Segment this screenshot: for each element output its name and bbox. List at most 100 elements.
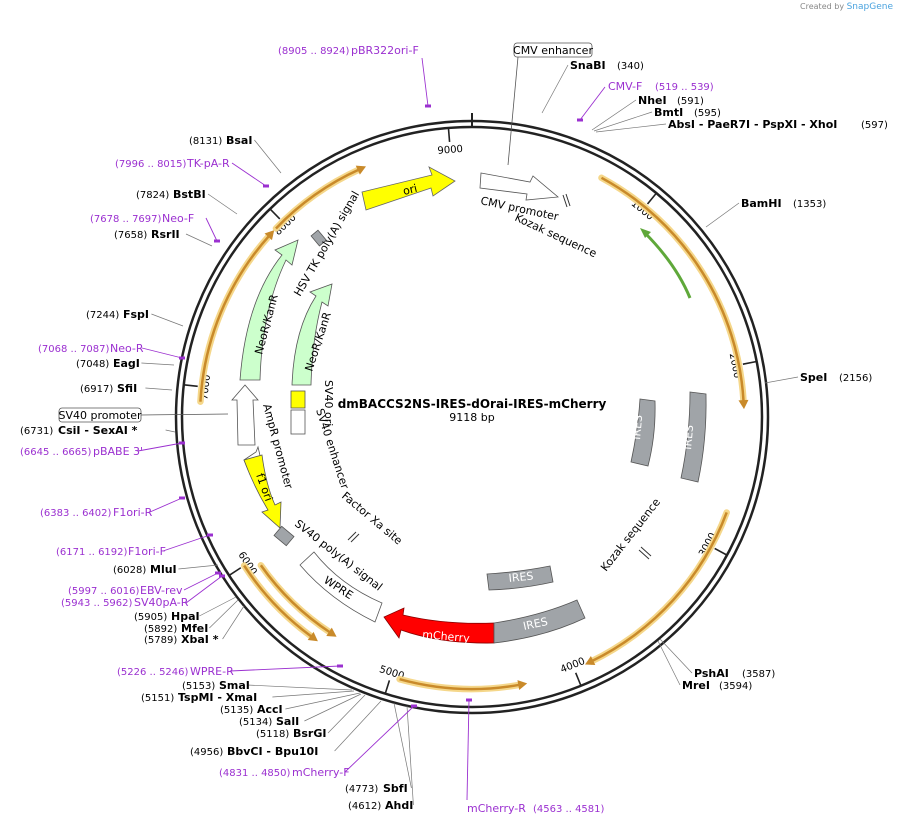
feature-arcs	[197, 165, 749, 693]
primer-mark-6	[179, 496, 185, 500]
site-pos-5: (2156)	[839, 373, 872, 384]
site-leader-10	[334, 700, 382, 752]
wpre-feature	[299, 551, 383, 623]
primer-leader-12	[466, 699, 470, 801]
site-pos-19: (6028)	[113, 565, 146, 576]
site-pos-2: (595)	[694, 108, 721, 119]
site-name-17: MfeI	[181, 622, 208, 635]
primer-pos-10: (5226 .. 5246)	[117, 667, 189, 678]
orf-arc-1	[600, 176, 745, 403]
site-pos-21: (6917)	[80, 384, 113, 395]
tick-mark-6000	[228, 567, 242, 577]
cmv-enhancer-box	[513, 42, 593, 58]
site-name-18: HpaI	[171, 610, 200, 623]
site-leader-9	[393, 702, 412, 789]
site-pos-25: (7824)	[136, 190, 169, 201]
orf-arc-3	[399, 677, 521, 691]
site-pos-24: (7658)	[114, 230, 147, 241]
sv40-promoter-leader	[140, 413, 229, 416]
site-leader-24	[185, 233, 213, 247]
site-pos-14: (5151)	[141, 693, 174, 704]
site-name-23: FspI	[123, 308, 149, 321]
site-leader-14	[272, 690, 355, 698]
tick-label-4000: 4000	[559, 656, 587, 676]
primer-mark-0	[425, 104, 431, 108]
tick-mark-5000	[384, 680, 391, 694]
primer-name-1: CMV-F	[608, 80, 642, 93]
primer-mark-7	[207, 533, 213, 537]
site-name-5: SpeI	[800, 371, 827, 384]
primer-name-6: F1ori-R	[113, 506, 153, 519]
site-pos-6: (3587)	[742, 669, 775, 680]
kozak-mark-2b	[638, 549, 650, 560]
site-pos-10: (4956)	[190, 747, 223, 758]
created-by-text: Created by	[800, 2, 845, 11]
orf-arc-1-glow	[598, 174, 747, 406]
primer-leader-11	[344, 705, 415, 773]
primer-mark-3	[214, 239, 220, 243]
f1-ori-feature	[243, 454, 282, 529]
site-pos-13: (5135)	[220, 705, 253, 716]
primer-pos-2: (7996 .. 8015)	[115, 159, 187, 170]
cmv-enhancer-leader	[507, 56, 519, 166]
site-leader-5	[764, 376, 799, 384]
site-name-4: BamHI	[741, 197, 782, 210]
primer-pos-9: (5943 .. 5962)	[61, 598, 133, 609]
mcherry-label: mCherry	[422, 628, 471, 645]
site-name-3: AbsI - PaeR7I - PspXI - XhoI	[668, 118, 837, 131]
site-name-2: BmtI	[654, 106, 683, 119]
site-leader-3	[595, 123, 667, 133]
primer-labels: (8905 .. 8924)pBR322ori-F(519 .. 539)CMV…	[20, 44, 714, 815]
site-leader-4	[705, 202, 740, 228]
primer-mark-8	[215, 571, 221, 575]
site-leader-7	[657, 640, 681, 686]
ires-feature-1	[630, 398, 656, 467]
hsv-tk-polya-feature	[310, 229, 327, 247]
site-pos-20: (6731)	[20, 426, 53, 437]
ires-label-1: IRES	[630, 414, 645, 440]
primer-pos-0: (8905 .. 8924)	[278, 46, 350, 57]
ires-label-2: IRES	[681, 424, 696, 450]
site-name-0: SnaBI	[570, 59, 606, 72]
primer-pos-1: (519 .. 539)	[655, 82, 714, 93]
primer-leader-1	[579, 86, 606, 121]
sv40-promoter-label: SV40 promoter	[58, 409, 142, 422]
site-name-8: AhdI	[385, 799, 413, 812]
site-pos-17: (5892)	[144, 624, 177, 635]
site-leader-15	[247, 684, 353, 691]
site-leader-1	[591, 99, 637, 131]
site-leader-26	[254, 139, 282, 174]
primer-name-4: Neo-R	[110, 342, 144, 355]
primer-name-2: TK-pA-R	[186, 157, 230, 170]
tick-label-9000: 9000	[437, 144, 463, 157]
site-labels: SnaBI(340)NheI(591)BmtI(595)AbsI - PaeR7…	[20, 59, 888, 812]
site-leader-22	[141, 362, 175, 366]
primer-mark-1	[577, 118, 583, 122]
orf-arc-1-head	[738, 399, 749, 410]
neor-outer-feature	[239, 239, 299, 381]
primer-leader-9	[185, 575, 223, 604]
site-leader-16	[222, 605, 245, 640]
site-pos-22: (7048)	[76, 359, 109, 370]
primer-mark-12	[466, 698, 472, 702]
primer-leader-8	[183, 572, 219, 591]
mcherry-feature	[383, 607, 495, 644]
ires-feature-2	[680, 391, 707, 483]
site-pos-8: (4612)	[348, 801, 381, 812]
sv40-polya-feature	[273, 525, 295, 547]
site-leader-2	[593, 111, 653, 132]
site-name-20: CsiI - SexAI *	[58, 424, 138, 437]
site-name-24: RsrII	[151, 228, 180, 241]
primer-name-8: EBV-rev	[140, 584, 183, 597]
tick-mark-8000	[269, 208, 281, 220]
sv40-ori-feature	[290, 390, 306, 409]
primer-mark-9	[219, 574, 225, 578]
site-name-13: AccI	[257, 703, 283, 716]
orf-arc-2	[590, 512, 728, 663]
neor-inner-feature	[291, 283, 333, 386]
site-pos-7: (3594)	[719, 681, 752, 692]
ori-feature	[361, 166, 456, 211]
primer-leader-6	[149, 497, 183, 513]
tick-mark-9000	[447, 127, 451, 142]
